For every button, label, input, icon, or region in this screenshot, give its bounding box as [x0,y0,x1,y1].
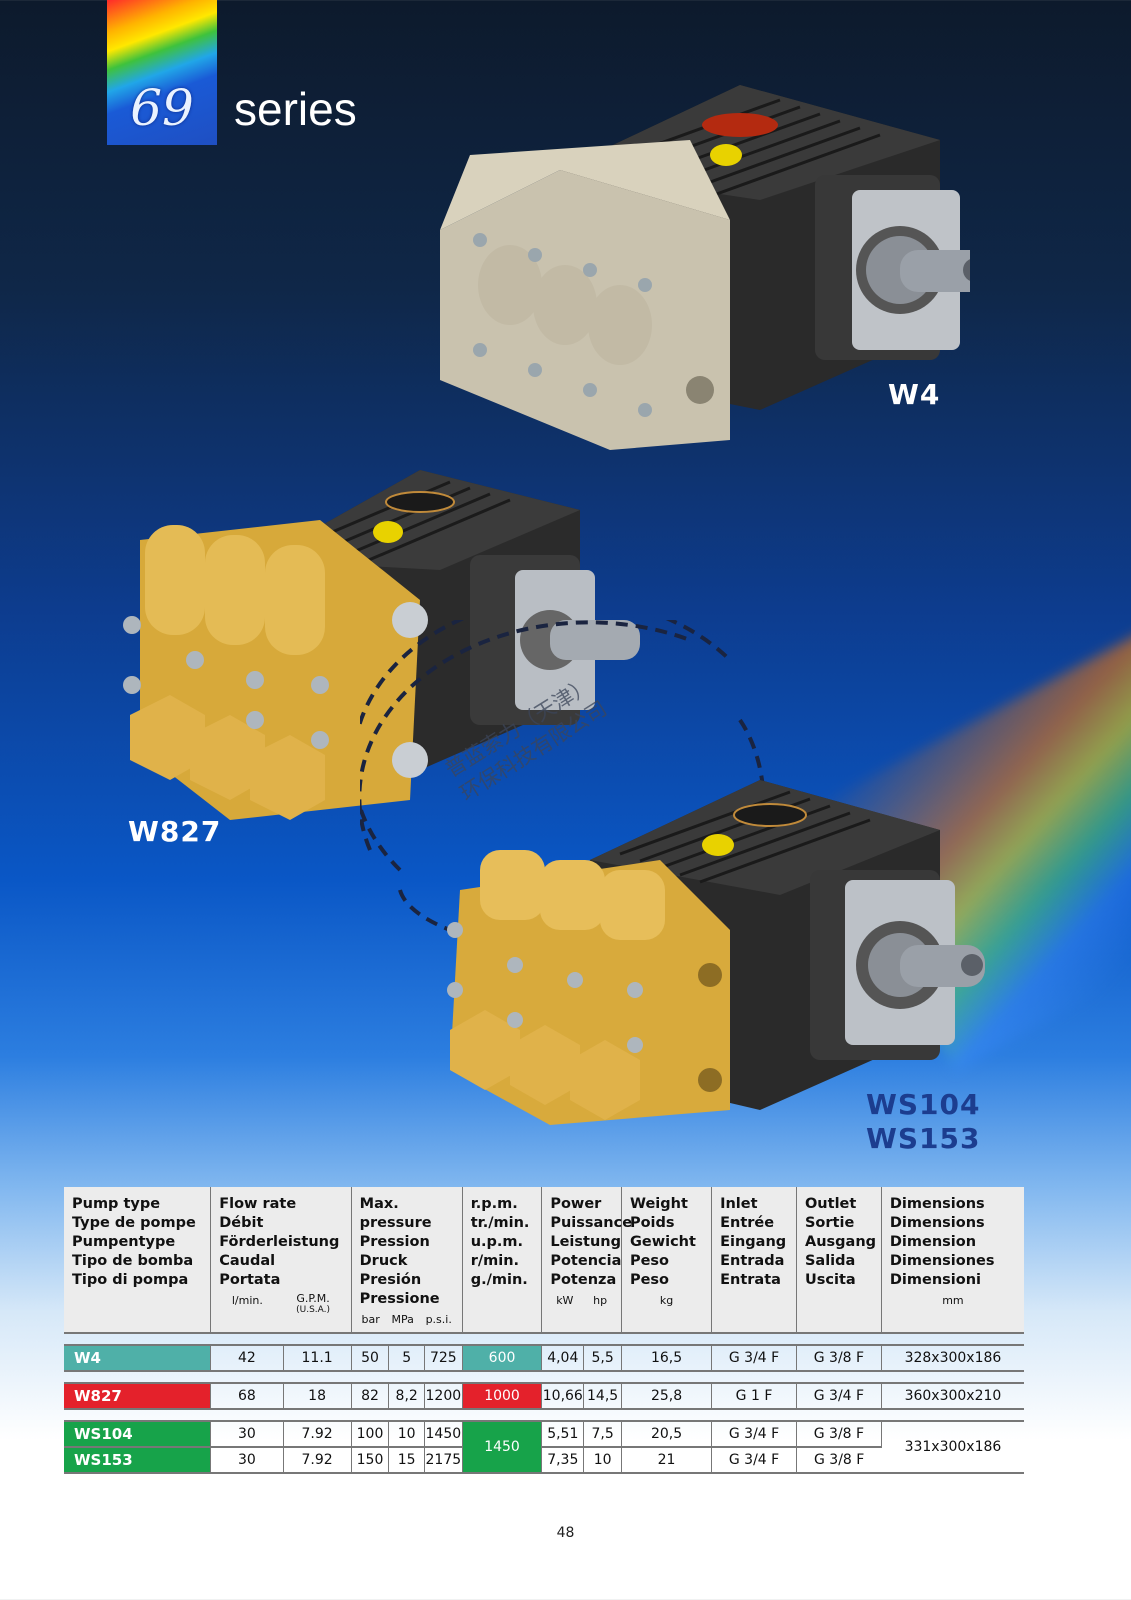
cell-dimensions: 328x300x186 [881,1344,1024,1372]
cell-gpm: 7.92 [283,1420,352,1448]
cell-mpa: 8,2 [388,1382,425,1410]
table-row-ws104: WS104 30 7.92 100 10 1450 1450 5,51 7,5 … [64,1420,1024,1474]
cell-mpa: 10 [388,1420,425,1448]
unit-kg: kg [659,1294,674,1307]
cell-kg: 25,8 [621,1382,713,1410]
cell-hp: 14,5 [583,1382,622,1410]
cell-kg: 20,5 [621,1420,713,1448]
cell-model: WS153 [64,1446,212,1474]
cell-bar: 82 [351,1382,390,1410]
unit-mm: mm [942,1294,964,1307]
cell-bar: 50 [351,1344,390,1372]
cell-outlet: G 3/4 F [796,1382,882,1410]
cell-gpm: 18 [283,1382,352,1410]
cell-model: W4 [64,1344,212,1372]
cell-mpa: 5 [388,1344,425,1372]
cell-psi: 725 [424,1344,463,1372]
cell-kg: 16,5 [621,1344,713,1372]
cell-rpm: 1000 [462,1382,543,1410]
cell-kw: 10,66 [541,1382,585,1410]
model-label-ws153: WS153 [866,1122,981,1155]
table-row-ws153: WS153 30 7.92 150 15 2175 7,35 10 21 G 3… [64,1446,1024,1474]
header-rpm: r.p.m.tr./min.u.p.m.r/min.g./min. [462,1187,543,1333]
unit-mpa: MPa [391,1313,414,1326]
series-title: series [234,83,357,135]
cell-mpa: 15 [388,1446,425,1474]
unit-psi: p.s.i. [425,1313,452,1326]
cell-rpm: 600 [462,1344,543,1372]
cell-dimensions: 360x300x210 [881,1382,1024,1410]
cell-gpm: 7.92 [283,1446,352,1474]
cell-inlet: G 1 F [711,1382,797,1410]
cell-outlet: G 3/8 F [796,1446,882,1474]
pump-ws-image [447,780,985,1125]
cell-lmin: 68 [210,1382,284,1410]
cell-outlet: G 3/8 F [796,1344,882,1372]
cell-lmin: 30 [210,1420,284,1448]
series-logo: 69 [107,0,217,145]
table-row-w4: W4 42 11.1 50 5 725 600 4,04 5,5 16,5 G … [64,1344,1024,1372]
cell-inlet: G 3/4 F [711,1420,797,1448]
cell-kw: 7,35 [541,1446,585,1474]
cell-kw: 5,51 [541,1420,585,1448]
cell-hp: 5,5 [583,1344,622,1372]
unit-gpm: G.P.M.(U.S.A.) [296,1292,331,1315]
cell-inlet: G 3/4 F [711,1446,797,1474]
cell-bar: 100 [351,1420,390,1448]
cell-kg: 21 [621,1446,713,1474]
model-label-w4: W4 [888,378,941,411]
cell-outlet: G 3/8 F [796,1420,882,1448]
cell-rpm: 1450 [462,1420,543,1474]
cell-dimensions: 331x300x186 [881,1420,1024,1474]
model-label-w827: W827 [128,815,222,848]
model-label-ws104: WS104 [866,1088,981,1121]
cell-lmin: 42 [210,1344,284,1372]
unit-kw: kW [556,1294,574,1307]
cell-model: WS104 [64,1420,212,1448]
cell-hp: 10 [583,1446,622,1474]
cell-model: W827 [64,1382,212,1410]
table-row-w827: W827 68 18 82 8,2 1200 1000 10,66 14,5 2… [64,1382,1024,1410]
page-number: 48 [556,1525,575,1541]
cell-psi: 1200 [424,1382,463,1410]
cell-psi: 2175 [424,1446,463,1474]
pump-w827-image [123,470,640,820]
cell-hp: 7,5 [583,1420,622,1448]
series-number: 69 [130,79,194,137]
cell-psi: 1450 [424,1420,463,1448]
cell-bar: 150 [351,1446,390,1474]
cell-kw: 4,04 [541,1344,585,1372]
cell-lmin: 30 [210,1446,284,1474]
unit-bar: bar [361,1313,380,1326]
cell-inlet: G 3/4 F [711,1344,797,1372]
unit-hp: hp [593,1294,608,1307]
unit-lmin: l/min. [231,1294,263,1307]
cell-gpm: 11.1 [283,1344,352,1372]
pump-w4-image [440,85,970,450]
